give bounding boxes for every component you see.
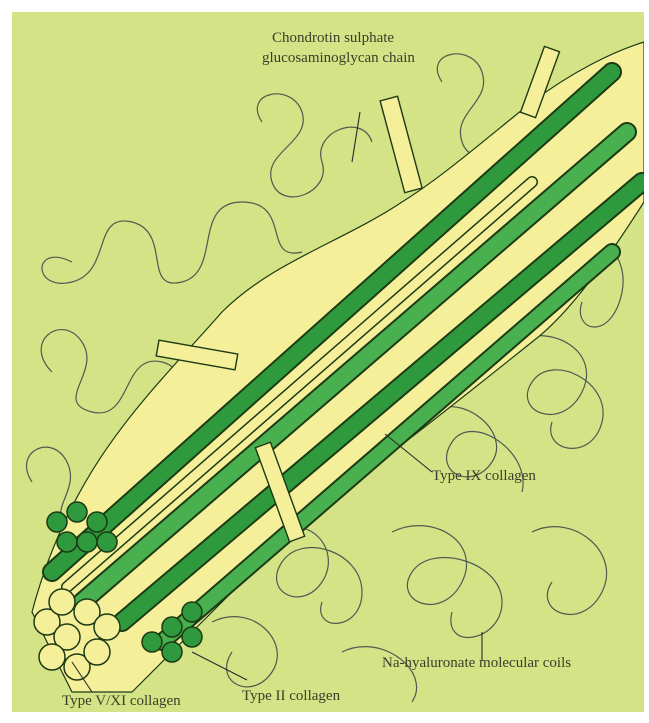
yellow-tube: [84, 639, 110, 665]
yellow-tube: [94, 614, 120, 640]
type-ii-label: Type II collagen: [242, 688, 341, 704]
green-tube: [142, 632, 162, 652]
chondroitin-label-line1: Chondrotin sulphate: [272, 30, 394, 46]
type-v-xi-label: Type V/XI collagen: [62, 693, 181, 709]
green-tube: [87, 512, 107, 532]
green-tube: [97, 532, 117, 552]
yellow-tube: [39, 644, 65, 670]
type-ix-label: Type IX collagen: [432, 468, 536, 484]
green-tube: [162, 642, 182, 662]
yellow-tube: [49, 589, 75, 615]
na-hyaluronate-label: Na-hyaluronate molecular coils: [382, 655, 571, 671]
green-tube: [57, 532, 77, 552]
green-tube: [182, 627, 202, 647]
green-tube: [47, 512, 67, 532]
illustration-panel: Chondrotin sulphate glucosaminoglycan ch…: [12, 12, 644, 712]
illustration: Chondrotin sulphate glucosaminoglycan ch…: [12, 12, 644, 712]
chondroitin-label-line2: glucosaminoglycan chain: [262, 50, 415, 66]
green-tube: [182, 602, 202, 622]
green-tube: [162, 617, 182, 637]
green-tube: [77, 532, 97, 552]
green-tube: [67, 502, 87, 522]
